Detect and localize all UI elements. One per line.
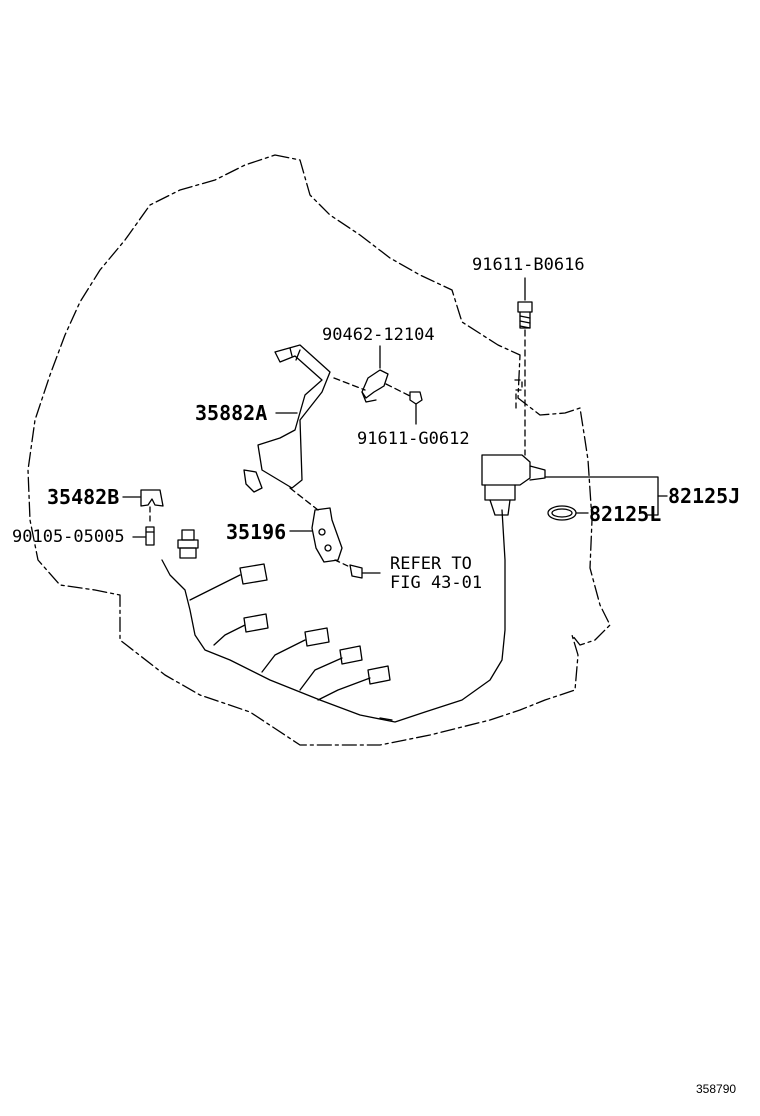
connector-5 [368, 666, 390, 684]
harness-connectors [240, 564, 390, 684]
harness-bracket-35882a [244, 345, 330, 492]
housing-notch-upper [515, 380, 522, 412]
bracket-35482b [141, 490, 163, 506]
bolt-refer-fig [350, 565, 380, 578]
transmission-housing-outline [28, 155, 610, 745]
dash-clamp-to-bolt [386, 384, 410, 396]
label-35882a: 35882A [195, 401, 268, 425]
temperature-switch [178, 530, 198, 558]
label-35196: 35196 [226, 520, 287, 544]
bolt-91611-b0616 [518, 302, 532, 328]
label-82125l: 82125L [589, 502, 662, 526]
label-refer-to: REFER TO [390, 554, 472, 574]
connector-1 [240, 564, 267, 584]
bolt-91611-g0612 [410, 392, 422, 404]
wire-harness [162, 510, 505, 722]
label-91611-b0616: 91611-B0616 [472, 255, 585, 275]
connector-2 [244, 614, 268, 632]
bolt-90105-05005 [146, 527, 154, 545]
clamp-90462-12104 [362, 370, 388, 402]
label-82125j: 82125J [668, 484, 741, 508]
label-fig-43-01: FIG 43-01 [390, 573, 483, 593]
bracket-35196 [312, 508, 342, 562]
connector-4 [340, 646, 362, 664]
label-91611-g0612: 91611-G0612 [357, 429, 470, 449]
label-90105-05005: 90105-05005 [12, 527, 125, 547]
dash-35882a-to-35196 [290, 488, 318, 510]
connector-3 [305, 628, 329, 646]
dash-35196-to-bolt [335, 560, 350, 567]
label-35482b: 35482B [47, 485, 120, 509]
dash-35882a-to-clamp [334, 378, 365, 390]
label-90462-12104: 90462-12104 [322, 325, 435, 345]
sensor-82125j [482, 455, 545, 515]
figure-id: 358790 [696, 1082, 737, 1096]
